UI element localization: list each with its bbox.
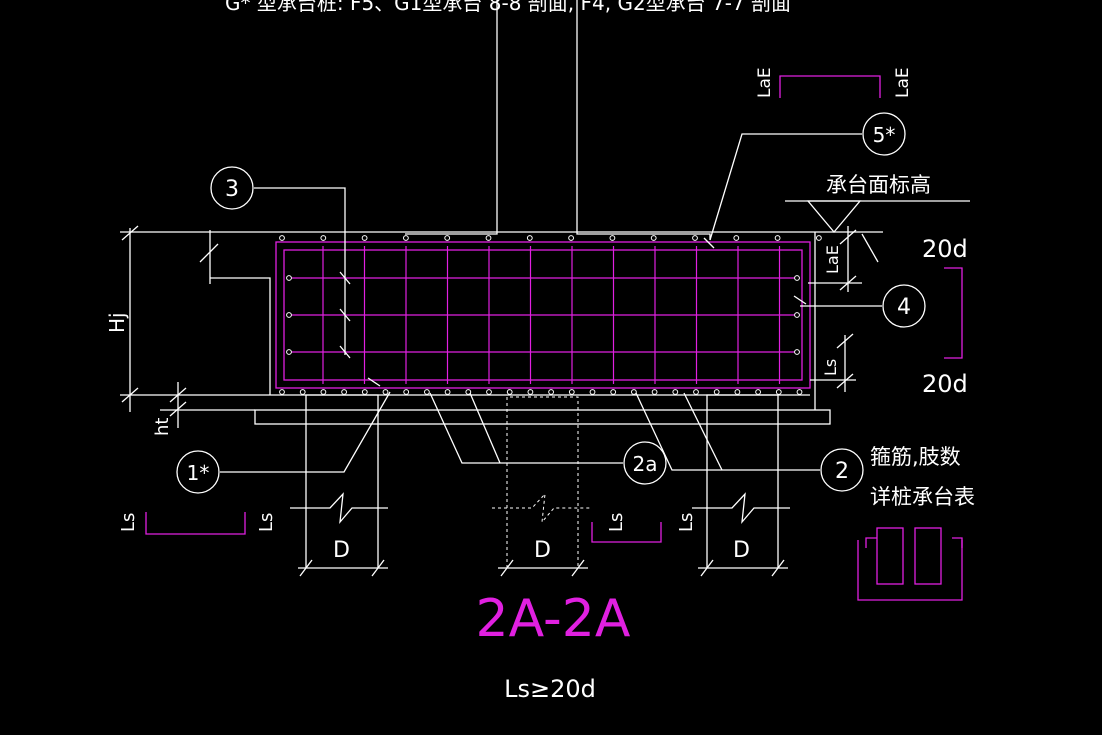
rebar-dot [286,349,292,355]
callout-4: 4 [800,284,926,328]
callout-1: 1* [176,391,391,494]
d-middle: D [534,538,551,563]
pile-right [692,394,790,568]
rebar-dot [796,389,803,395]
ls-bottom-right-1: Ls [606,513,627,532]
ls-bracket-right: Ls Ls [591,513,697,543]
rebar-dot [403,235,409,241]
rebar-dot [733,235,740,241]
rebar-dot [526,235,533,241]
rebar-dot [424,389,430,395]
twenty-d-bracket: 20d 20d [922,235,968,398]
rebar-dot [794,312,800,318]
rebar-dot [775,389,782,395]
hj-dimension: Hj [105,225,139,412]
stirrup-legs-symbol [857,527,963,601]
rebar-dot [527,389,534,395]
ls-bottom-left-1: Ls [118,513,139,532]
rebar-dot [568,235,574,241]
right-anchor-dims: LaE Ls [808,226,879,392]
rebar-dot [672,389,679,395]
stirrup-note-line2: 详桩承台表 [870,485,975,509]
hj-label: Hj [105,312,129,333]
rebar-dot [279,389,285,395]
rebar-dot [486,389,492,395]
rebar-dot [568,389,575,395]
rebar-dot [361,389,368,395]
rebar-dot [631,389,637,395]
rebar-dot [755,389,761,395]
rebar-dot [361,235,368,241]
section-title: 2A-2A [476,589,631,649]
rebar-dot [693,389,699,395]
rebar-dot [286,312,292,318]
rebar-dot [816,235,822,241]
bubble-4-text: 4 [897,295,911,320]
d-right: D [733,538,750,563]
lae-top-left: LaE [755,67,775,98]
rebar-dot [382,389,389,395]
stirrup-note: 箍筋,肢数 详桩承台表 [870,445,975,509]
rebar-dot [734,389,741,395]
rebar-dot [299,389,306,395]
ls-right-label: Ls [821,359,840,376]
stirrup-note-line1: 箍筋,肢数 [870,445,961,469]
callout-3: 3 [210,166,346,355]
twenty-d-bottom: 20d [922,370,968,398]
rebar-dot [320,235,327,241]
rebar-dot [506,389,513,395]
ls-bottom-left-2: Ls [256,513,277,532]
d-dimensions: D D D [298,538,788,577]
cap-elevation-marker: 承台面标高 [785,173,970,234]
rebar-dot [341,389,348,395]
ht-label: ht [152,418,173,436]
lae-top-right: LaE [893,67,913,98]
pile-left [290,394,388,568]
rebar-dot [650,235,657,241]
rebar-dot [610,389,617,395]
rebar-dot [444,389,451,395]
rebar-dot [589,389,596,395]
top-note: G* 型承台桩: F5、G1型承台 8-8 剖面, F4, G2型承台 7-7 … [225,0,791,15]
callout-2a: 2a [429,392,667,485]
callout-5: 5* [709,112,906,241]
ht-dimension: ht [152,382,255,436]
rebar-dot [609,235,616,241]
rebar-dot [444,235,451,241]
bubble-5-text: 5* [873,123,896,147]
pile-cap-outline [120,230,883,425]
rebar-dot [794,349,800,355]
rebar-dot [651,389,658,395]
rebar-dot [320,389,327,395]
rebar-dot [794,275,800,281]
vertical-bars [322,246,781,384]
bubble-2-text: 2 [835,459,849,484]
rebar-dot [713,389,720,395]
rebar-dot [279,235,285,241]
ls-bracket-left: Ls Ls [118,512,277,535]
rebar-dot [774,235,781,241]
rebar-dot [286,275,292,281]
rebar-dot [485,235,492,241]
bubble-2a-text: 2a [633,452,658,476]
formula: Ls≥20d [504,675,596,703]
cap-top-elevation-label: 承台面标高 [826,173,931,197]
top-leaders [405,0,711,240]
lae-top-bracket: LaE LaE [755,67,913,98]
d-left: D [333,538,350,563]
rebar-dot [403,389,410,395]
bar-dots [279,235,822,395]
rebar-dot [548,389,554,395]
bubble-3-text: 3 [225,177,239,202]
ls-bottom-right-2: Ls [676,513,697,532]
rebar-dot [692,235,698,241]
bubble-1-text: 1* [187,461,210,485]
lae-right-label: LaE [823,245,842,274]
rebar-cage [275,235,822,395]
twenty-d-top: 20d [922,235,968,263]
callout-2: 2 [635,392,864,492]
rebar-dot [465,389,472,395]
pile-middle [492,396,592,568]
